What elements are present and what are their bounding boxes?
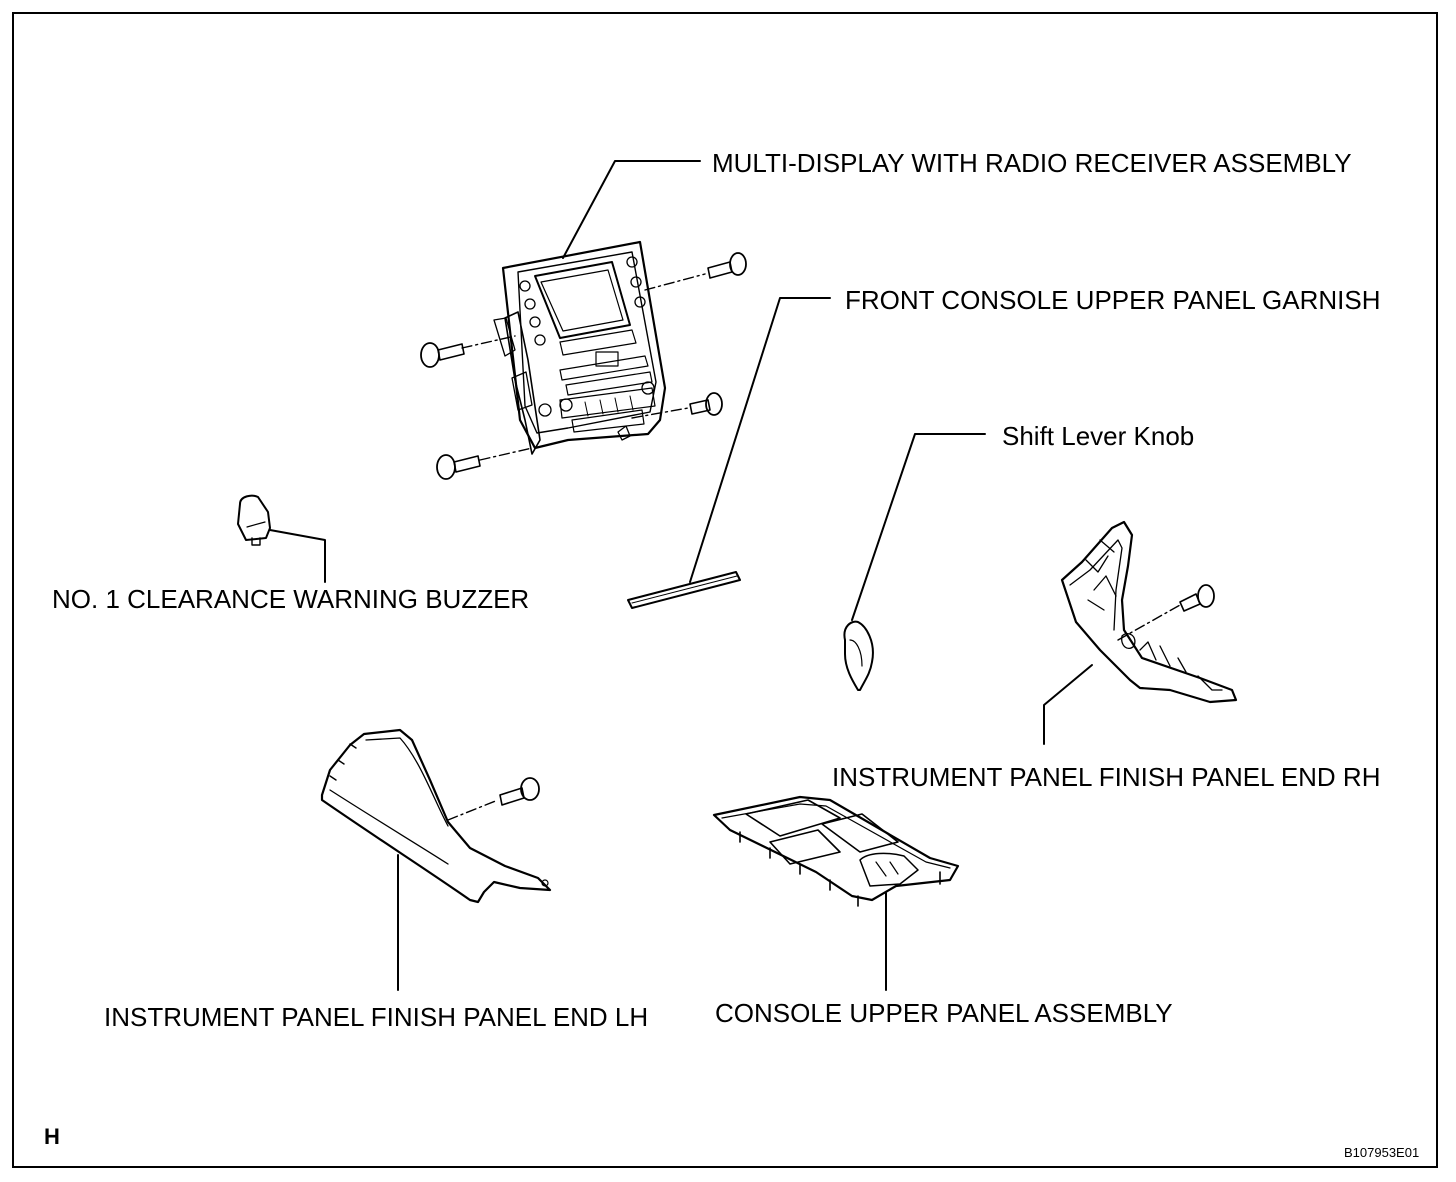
label-multi-display: MULTI-DISPLAY WITH RADIO RECEIVER ASSEMB… (712, 148, 1352, 178)
label-buzzer: NO. 1 CLEARANCE WARNING BUZZER (52, 584, 530, 614)
figure-id: B107953E01 (1344, 1145, 1420, 1160)
corner-letter: H (44, 1124, 60, 1149)
diagram-frame (12, 12, 1438, 1168)
console-upper-panel-drawing (712, 795, 960, 907)
label-panel-end-lh: INSTRUMENT PANEL FINISH PANEL END LH (104, 1002, 649, 1032)
panel-end-rh-drawing (1060, 520, 1238, 704)
leader-multi-display (562, 160, 701, 259)
bolt-panel-end-lh (447, 777, 540, 821)
label-console-upper-panel: CONSOLE UPPER PANEL ASSEMBLY (715, 998, 1173, 1028)
bolt-panel-end-rh (1117, 584, 1215, 641)
leader-lines (269, 160, 1093, 991)
bolt-lower-right (631, 392, 723, 419)
bolt-upper-right (644, 252, 747, 291)
leader-front-console-garnish (689, 297, 831, 583)
front-console-garnish-drawing (627, 571, 741, 609)
leader-panel-end-rh (1043, 664, 1093, 745)
leader-shift-knob (851, 433, 986, 621)
bolts (420, 252, 1215, 821)
label-panel-end-rh: INSTRUMENT PANEL FINISH PANEL END RH (832, 762, 1381, 792)
bolt-upper-left (420, 335, 516, 368)
leader-buzzer (269, 529, 326, 583)
label-front-console-garnish: FRONT CONSOLE UPPER PANEL GARNISH (845, 285, 1381, 315)
shift-lever-knob-drawing (843, 620, 874, 691)
panel-end-lh-drawing (320, 728, 552, 904)
clearance-warning-buzzer-drawing (237, 494, 271, 546)
multi-display-radio-receiver-drawing (493, 240, 667, 455)
bolt-lower-left (436, 447, 533, 480)
label-shift-knob: Shift Lever Knob (1002, 421, 1195, 451)
